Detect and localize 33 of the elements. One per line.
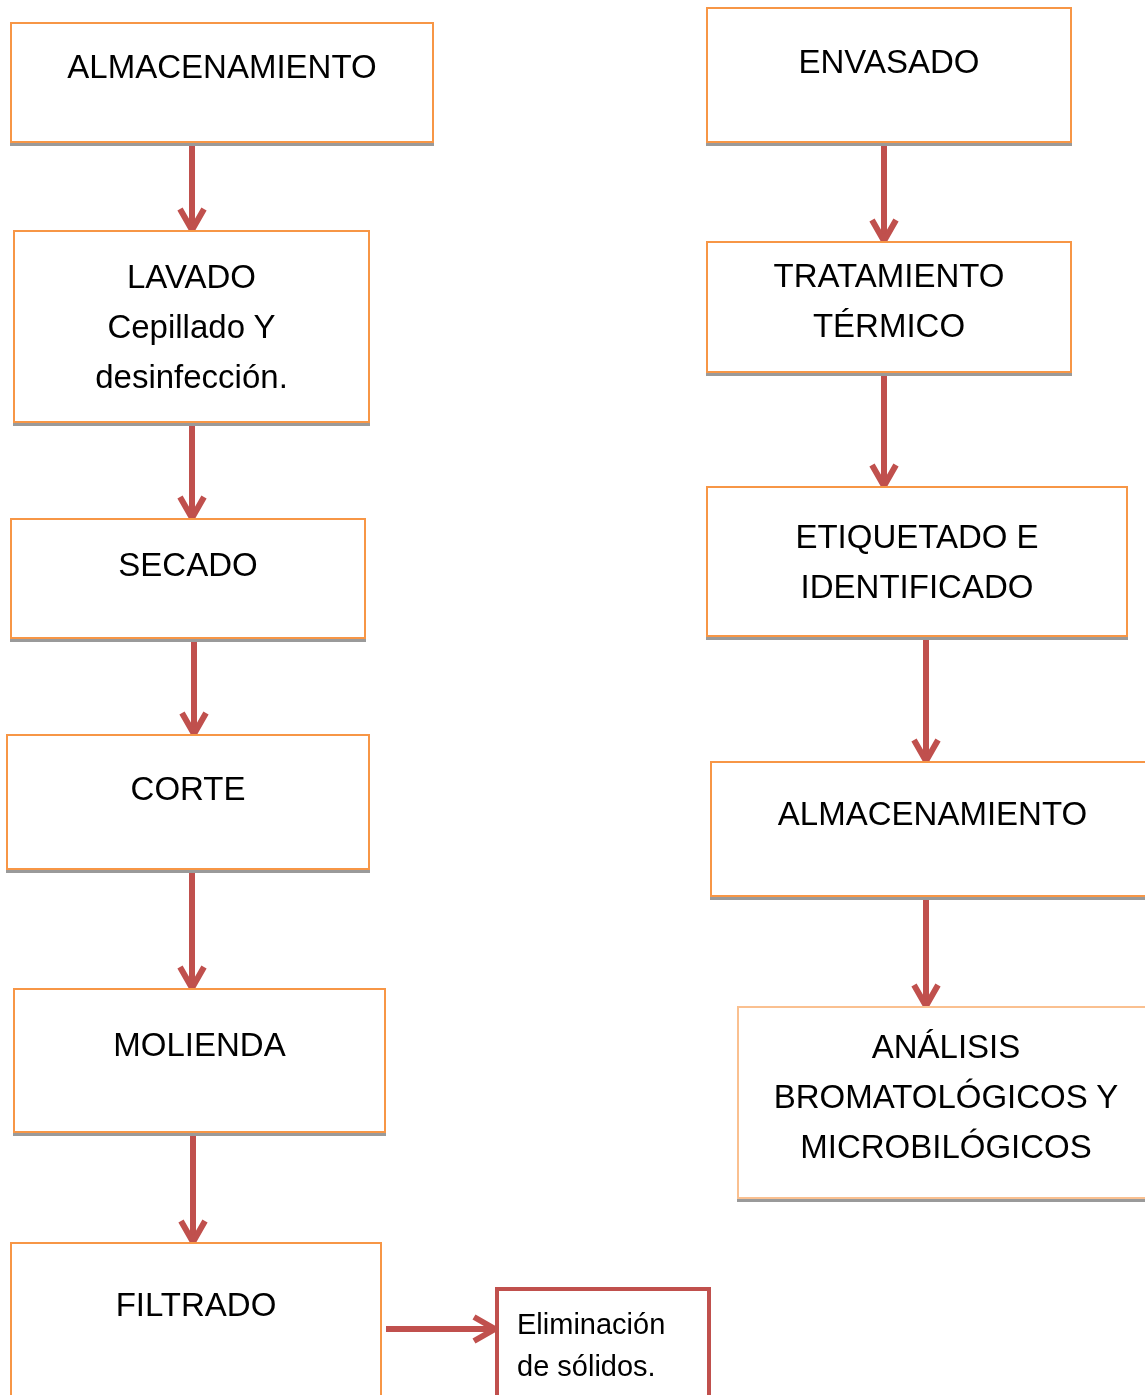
process-box xyxy=(13,988,386,1133)
step-label: LAVADO Cepillado Y desinfección. xyxy=(94,257,289,397)
step-label: TRATAMIENTO TÉRMICO xyxy=(772,256,1006,346)
process-box xyxy=(495,1287,711,1395)
arrow xyxy=(177,145,207,233)
step-label: ALMACENAMIENTO xyxy=(776,794,1089,834)
process-box xyxy=(10,1242,382,1395)
arrow xyxy=(179,641,209,737)
process-box xyxy=(706,7,1072,143)
step-label: SECADO xyxy=(117,545,259,585)
process-box xyxy=(710,761,1145,897)
arrow xyxy=(869,145,899,244)
step-label: FILTRADO xyxy=(114,1285,278,1325)
step-label: ETIQUETADO E IDENTIFICADO xyxy=(794,517,1040,607)
step-label: ENVASADO xyxy=(797,42,981,82)
step-label: Eliminación de sólidos. xyxy=(517,1307,667,1384)
process-box xyxy=(706,241,1072,373)
step-label: ANÁLISIS BROMATOLÓGICOS Y MICROBILÓGICOS xyxy=(772,1027,1120,1167)
step-label: ALMACENAMIENTO xyxy=(66,47,378,87)
step-label: MOLIENDA xyxy=(112,1025,287,1065)
arrow xyxy=(911,639,941,764)
process-box xyxy=(10,22,434,143)
process-box xyxy=(6,734,370,870)
arrow xyxy=(178,1135,208,1245)
arrow xyxy=(177,872,207,991)
process-box xyxy=(737,1006,1145,1199)
arrow xyxy=(177,425,207,521)
process-box xyxy=(706,486,1128,637)
process-box xyxy=(13,230,370,423)
step-label: CORTE xyxy=(129,769,247,809)
arrow xyxy=(911,899,941,1009)
process-box xyxy=(10,518,366,639)
arrow xyxy=(869,375,899,489)
